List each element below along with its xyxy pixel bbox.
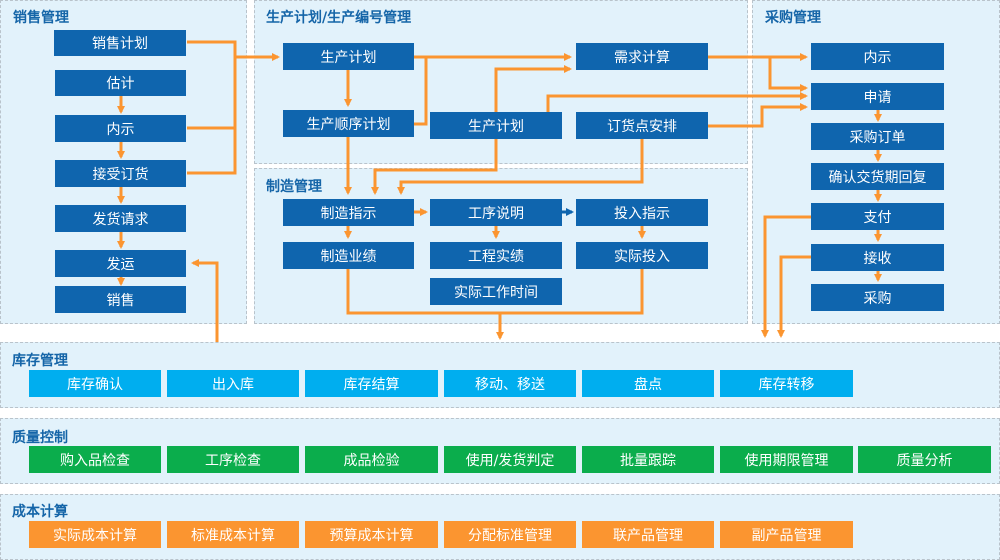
shipping-request-box[interactable]: 发货请求 (55, 205, 186, 232)
delivery-confirm-box[interactable]: 确认交货期回复 (811, 163, 944, 190)
costing-item[interactable]: 副产品管理 (720, 521, 853, 548)
quality-item[interactable]: 使用期限管理 (720, 446, 853, 473)
demand-calculation-box[interactable]: 需求计算 (576, 43, 708, 70)
input-instruction-box[interactable]: 投入指示 (576, 199, 708, 226)
quality-item[interactable]: 购入品检查 (29, 446, 161, 473)
actual-work-time-box[interactable]: 实际工作时间 (430, 278, 562, 305)
production-plan-2-box[interactable]: 生产计划 (430, 112, 562, 139)
reorder-point-box[interactable]: 订货点安排 (576, 112, 708, 139)
costing-item[interactable]: 联产品管理 (582, 521, 714, 548)
inventory-item[interactable]: 库存转移 (720, 370, 853, 397)
sales-title: 销售管理 (13, 10, 69, 26)
production-sequence-plan-box[interactable]: 生产顺序计划 (283, 110, 414, 137)
quality-item[interactable]: 使用/发货判定 (444, 446, 576, 473)
quality-item[interactable]: 批量跟踪 (582, 446, 714, 473)
order-acceptance-box[interactable]: 接受订货 (55, 160, 186, 187)
costing-item[interactable]: 实际成本计算 (29, 521, 161, 548)
receiving-box[interactable]: 接收 (811, 244, 944, 271)
process-description-box[interactable]: 工序说明 (430, 199, 562, 226)
estimate-box[interactable]: 估计 (55, 70, 186, 96)
request-box[interactable]: 申请 (811, 83, 944, 110)
costing-item[interactable]: 标准成本计算 (167, 521, 299, 548)
inventory-item[interactable]: 移动、移送 (444, 370, 576, 397)
costing-item[interactable]: 预算成本计算 (305, 521, 438, 548)
inventory-item[interactable]: 盘点 (582, 370, 714, 397)
costing-item[interactable]: 分配标准管理 (444, 521, 576, 548)
inventory-item[interactable]: 出入库 (167, 370, 299, 397)
payment-box[interactable]: 支付 (811, 203, 944, 230)
inventory-item[interactable]: 库存确认 (29, 370, 161, 397)
process-result-box[interactable]: 工程实绩 (430, 242, 562, 269)
manufacturing-title: 制造管理 (266, 179, 322, 195)
sales-box[interactable]: 销售 (55, 286, 186, 313)
purchasing-forecast-box[interactable]: 内示 (811, 43, 944, 70)
forecast-box[interactable]: 内示 (55, 115, 186, 142)
inventory-item[interactable]: 库存结算 (305, 370, 438, 397)
purchasing-title: 采购管理 (765, 10, 821, 26)
quality-item[interactable]: 质量分析 (858, 446, 991, 473)
quality-title: 质量控制 (12, 430, 68, 446)
quality-item[interactable]: 成品检验 (305, 446, 438, 473)
costing-title: 成本计算 (12, 504, 68, 520)
purchase-order-box[interactable]: 采购订单 (811, 123, 944, 150)
actual-input-box[interactable]: 实际投入 (576, 242, 708, 269)
mfg-instruction-box[interactable]: 制造指示 (283, 199, 414, 226)
production-plan-box[interactable]: 生产计划 (283, 43, 414, 70)
inventory-title: 库存管理 (12, 353, 68, 369)
sales-plan-box[interactable]: 销售计划 (54, 30, 186, 56)
quality-item[interactable]: 工序检查 (167, 446, 299, 473)
purchase-box[interactable]: 采购 (811, 284, 944, 311)
mfg-result-box[interactable]: 制造业绩 (283, 242, 414, 269)
production-planning-title: 生产计划/生产编号管理 (266, 10, 412, 26)
shipping-box[interactable]: 发运 (55, 250, 186, 277)
